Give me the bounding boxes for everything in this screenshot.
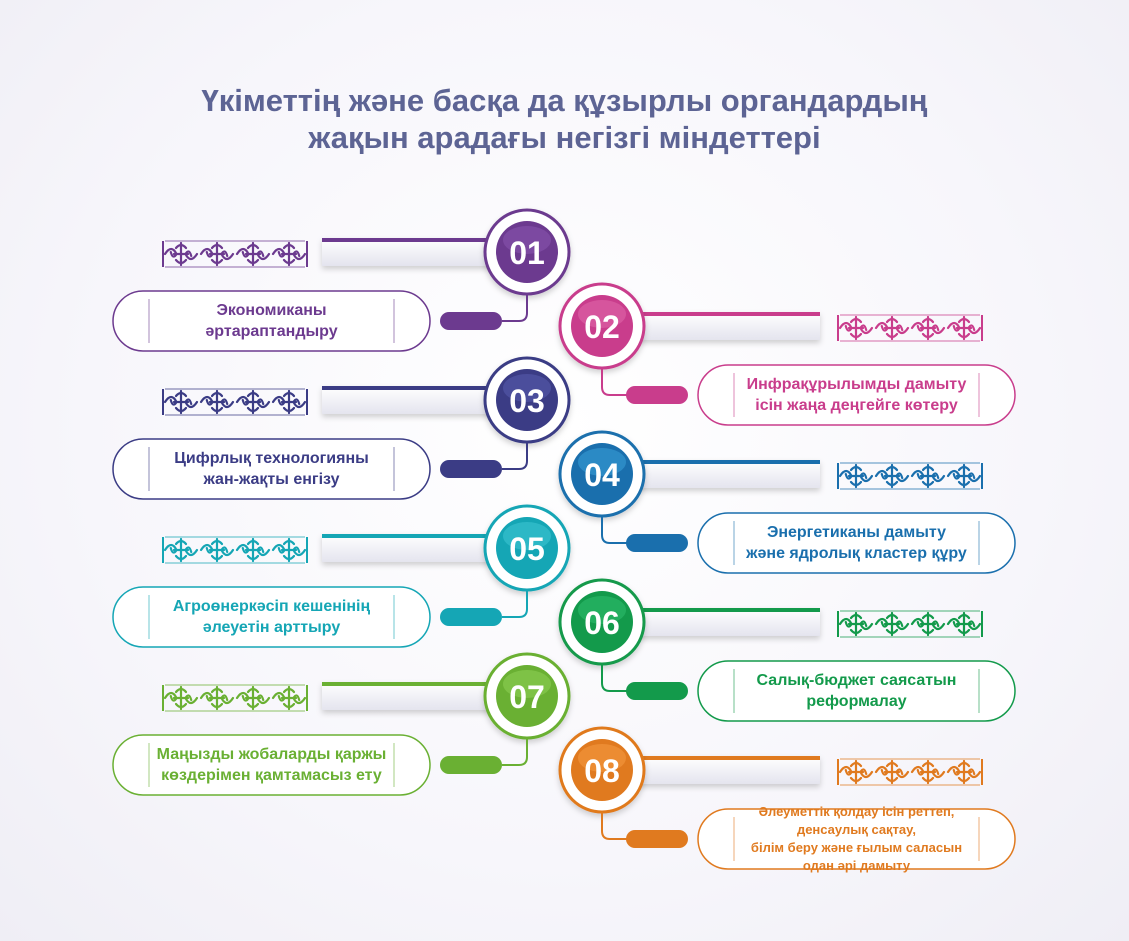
step-bar-accent: [322, 386, 527, 390]
step-number: 08: [584, 753, 620, 789]
step-label-line-1: Маңызды жобаларды қаржы: [156, 746, 387, 763]
step-06: 06: [558, 578, 1016, 722]
step-label-04: Энергетиканы дамыту және ядролық кластер …: [736, 513, 977, 573]
step-03: 03: [112, 356, 571, 500]
step-bar-accent: [602, 608, 820, 612]
step-label-box: [112, 734, 431, 796]
step-label-line-1: Агроөнеркәсіп кешенінің: [172, 598, 371, 615]
step-05: 05: [112, 504, 571, 648]
step-pill: [626, 830, 688, 848]
ornament-03: [162, 388, 308, 416]
step-label-01: Экономиканы әртараптандыру: [151, 291, 392, 351]
step-bar-accent: [602, 756, 820, 760]
step-label-line-2: әртараптандыру: [205, 323, 338, 340]
step-label-line-2: жан-жақты енгізу: [203, 471, 340, 488]
page-title: Үкіметтің және басқа да құзырлы органдар…: [0, 82, 1129, 156]
ornament-04: [837, 462, 983, 490]
step-07: 07: [112, 652, 571, 796]
ornament-01: [162, 240, 308, 268]
step-04: 04: [558, 430, 1016, 574]
ornament-05: [162, 536, 308, 564]
step-label-07: Маңызды жобаларды қаржы көздерімен қамтам…: [151, 735, 392, 795]
step-label-line-2: көздерімен қамтамасыз ету: [161, 767, 382, 784]
step-bar-accent: [322, 682, 527, 686]
step-pill: [626, 534, 688, 552]
step-label-line-1: Инфрақұрылымды дамыту: [746, 376, 967, 393]
ornament-02: [837, 314, 983, 342]
step-connector: [601, 664, 628, 692]
step-label-box: [697, 660, 1016, 722]
step-02: 02: [558, 282, 1016, 426]
step-label-line-2: ісін жаңа деңгейге көтеру: [755, 397, 958, 414]
step-pill: [626, 386, 688, 404]
step-08: 08: [558, 726, 1016, 870]
step-connector: [502, 442, 528, 470]
step-01: 01: [112, 208, 571, 352]
step-connector: [601, 368, 628, 396]
step-label-line-2: реформалау: [806, 693, 907, 710]
step-connector: [601, 812, 628, 840]
step-label-line-2: әлеуетін арттыру: [202, 619, 341, 636]
title-line-1: Үкіметтің және басқа да құзырлы органдар…: [201, 83, 928, 118]
step-number: 02: [584, 309, 620, 345]
step-label-line-1: Цифрлық технологияны: [174, 450, 369, 467]
ornament-06: [837, 610, 983, 638]
step-number: 06: [584, 605, 620, 641]
step-pill: [440, 756, 502, 774]
step-label-box: [697, 808, 1016, 870]
step-bar-accent: [602, 460, 820, 464]
step-label-box: [112, 586, 431, 648]
step-number: 05: [509, 531, 545, 567]
step-label-line-1: Экономиканы: [216, 302, 327, 319]
step-label-08: Әлеуметтік қолдау ісін реттеп, денсаулық…: [736, 804, 977, 873]
step-bar-accent: [602, 312, 820, 316]
step-number: 01: [509, 235, 545, 271]
step-number: 03: [509, 383, 545, 419]
step-label-03: Цифрлық технологияны жан-жақты енгізу: [151, 439, 392, 499]
ornament-07: [162, 684, 308, 712]
step-connector: [502, 590, 528, 618]
step-pill: [440, 312, 502, 330]
step-label-line-1: Салық-бюджет саясатын: [756, 672, 957, 689]
step-label-02: Инфрақұрылымды дамыту ісін жаңа деңгейге …: [736, 365, 977, 425]
step-number: 04: [584, 457, 620, 493]
step-number: 07: [509, 679, 545, 715]
step-label-box: [697, 512, 1016, 574]
step-connector: [601, 516, 628, 544]
step-pill: [440, 460, 502, 478]
step-label-line-1: Энергетиканы дамыту: [766, 524, 947, 541]
step-label-line-2: білім беру және ғылым саласын одан әрі д…: [750, 840, 963, 873]
step-label-line-1: Әлеуметтік қолдау ісін реттеп, денсаулық…: [758, 804, 955, 837]
step-connector: [502, 738, 528, 766]
title-line-2: жақын арадағы негізгі міндеттері: [308, 120, 821, 155]
step-label-box: [112, 290, 431, 352]
step-label-box: [697, 364, 1016, 426]
step-connector: [502, 294, 528, 322]
step-pill: [440, 608, 502, 626]
step-bar-accent: [322, 238, 527, 242]
step-pill: [626, 682, 688, 700]
step-label-06: Салық-бюджет саясатын реформалау: [736, 661, 977, 721]
ornament-08: [837, 758, 983, 786]
step-bar-accent: [322, 534, 527, 538]
step-label-line-2: және ядролық кластер құру: [746, 545, 967, 562]
step-label-05: Агроөнеркәсіп кешенінің әлеуетін арттыру: [151, 587, 392, 647]
step-label-box: [112, 438, 431, 500]
